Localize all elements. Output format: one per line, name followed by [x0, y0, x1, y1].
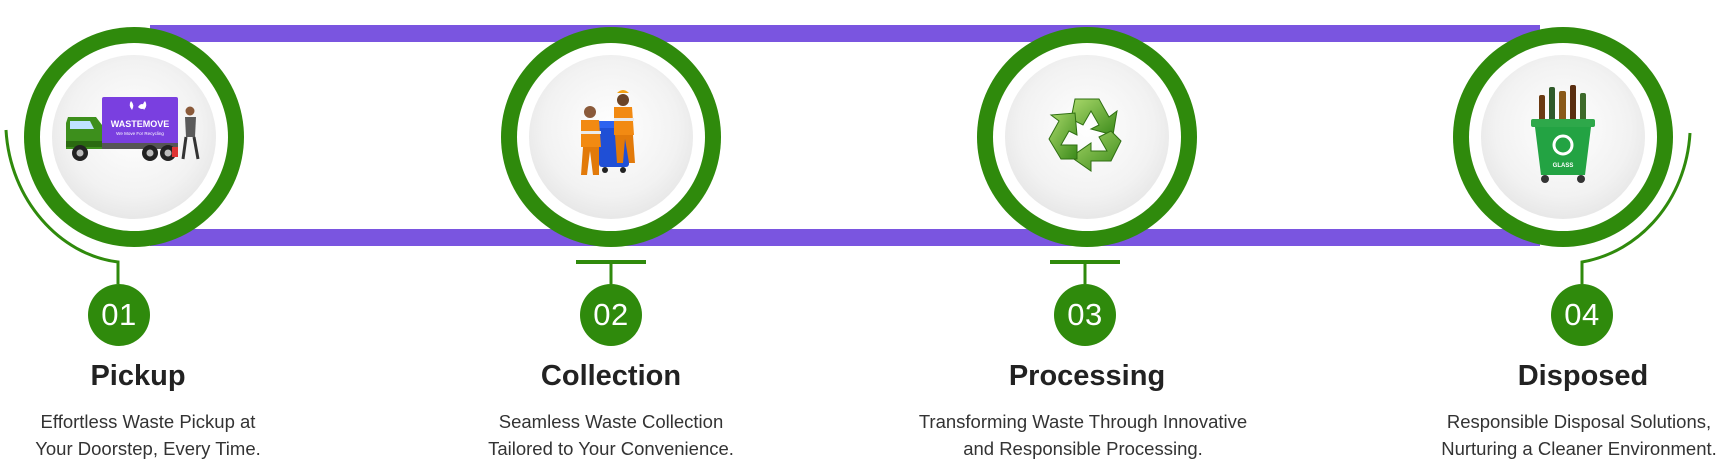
step-1-number: 01 — [88, 284, 150, 346]
step-1-description: Effortless Waste Pickup at Your Doorstep… — [0, 408, 348, 462]
step-1-image: WASTEMOVE We Move For Recycling — [52, 55, 216, 219]
step-1-desc-line2: Your Doorstep, Every Time. — [35, 438, 261, 459]
step-1-title: Pickup — [90, 360, 186, 392]
step-3-desc-line1: Transforming Waste Through Innovative — [918, 411, 1248, 432]
step-4-desc-line1: Responsible Disposal Solutions, — [1446, 411, 1712, 432]
left-connector-curve — [4, 129, 120, 284]
step-2-desc-line2: Tailored to Your Convenience. — [488, 438, 734, 459]
bottom-band — [150, 229, 1540, 246]
step-3-desc-line2: and Responsible Processing. — [963, 438, 1203, 459]
step-2-image — [529, 55, 693, 219]
step-4-desc-line2: Nurturing a Cleaner Environment. — [1441, 438, 1717, 459]
step-4-title: Disposed — [1517, 360, 1649, 392]
step-3-description: Transforming Waste Through Innovative an… — [883, 408, 1283, 462]
step-4-image: GLASS — [1481, 55, 1645, 219]
step-2-circle — [501, 27, 721, 247]
truck-tagline: We Move For Recycling — [116, 131, 164, 136]
top-band — [150, 25, 1540, 42]
right-connector-curve — [1580, 132, 1692, 284]
step-2-description: Seamless Waste Collection Tailored to Yo… — [411, 408, 811, 462]
step-2-desc-line1: Seamless Waste Collection — [498, 411, 724, 432]
step-4-description: Responsible Disposal Solutions, Nurturin… — [1379, 408, 1728, 462]
step-4-number: 04 — [1551, 284, 1613, 346]
step-3-image — [1005, 55, 1169, 219]
step-1-circle: WASTEMOVE We Move For Recycling — [24, 27, 244, 247]
step-1-desc-line1: Effortless Waste Pickup at — [40, 411, 256, 432]
step-3-number: 03 — [1054, 284, 1116, 346]
glass-bin-icon: GLASS — [1531, 85, 1595, 183]
step-3-circle — [977, 27, 1197, 247]
step-3-title: Processing — [1008, 360, 1166, 392]
bin-label: GLASS — [1553, 163, 1574, 169]
truck-brand: WASTEMOVE — [111, 119, 170, 129]
workers-icon — [581, 90, 635, 175]
recycle-icon — [1048, 98, 1122, 172]
step-2-title: Collection — [540, 360, 682, 392]
step-2-number: 02 — [580, 284, 642, 346]
truck-icon: WASTEMOVE We Move For Recycling — [66, 97, 200, 161]
step-4-circle: GLASS — [1453, 27, 1673, 247]
